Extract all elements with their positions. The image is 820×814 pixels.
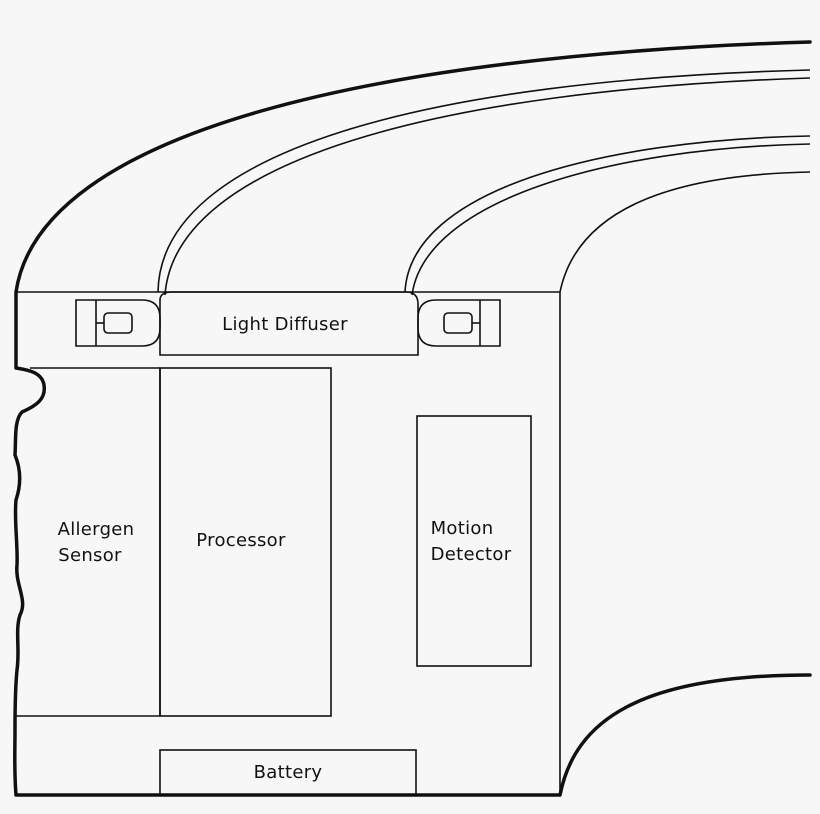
outer-light-guide-inner-line — [164, 77, 811, 296]
allergen-sensor-label-line2: Sensor — [58, 545, 122, 566]
left-led-module-housing — [75, 299, 161, 347]
motion-detector-label-line1: Motion — [431, 518, 494, 539]
inner-light-guide-outer-line — [404, 135, 811, 293]
allergen-sensor-label-line1: Allergen — [58, 519, 135, 540]
outer-light-guide-outer-line — [157, 69, 811, 293]
battery-label: Battery — [254, 762, 323, 783]
right-led-module-housing — [417, 299, 501, 347]
inner-housing-curve — [559, 171, 811, 795]
processor-box — [159, 367, 332, 717]
motion-detector-label-line2: Detector — [431, 544, 512, 565]
processor-label: Processor — [196, 530, 286, 551]
right-led-icon — [443, 312, 473, 334]
battery-box — [159, 749, 417, 796]
motion-detector-box — [416, 415, 532, 667]
inner-light-guide-inner-line — [411, 143, 811, 296]
light-diffuser-label: Light Diffuser — [222, 314, 348, 335]
light-diffuser-box — [159, 291, 419, 356]
left-led-icon — [103, 312, 133, 334]
outer-housing-outline — [13, 40, 812, 797]
